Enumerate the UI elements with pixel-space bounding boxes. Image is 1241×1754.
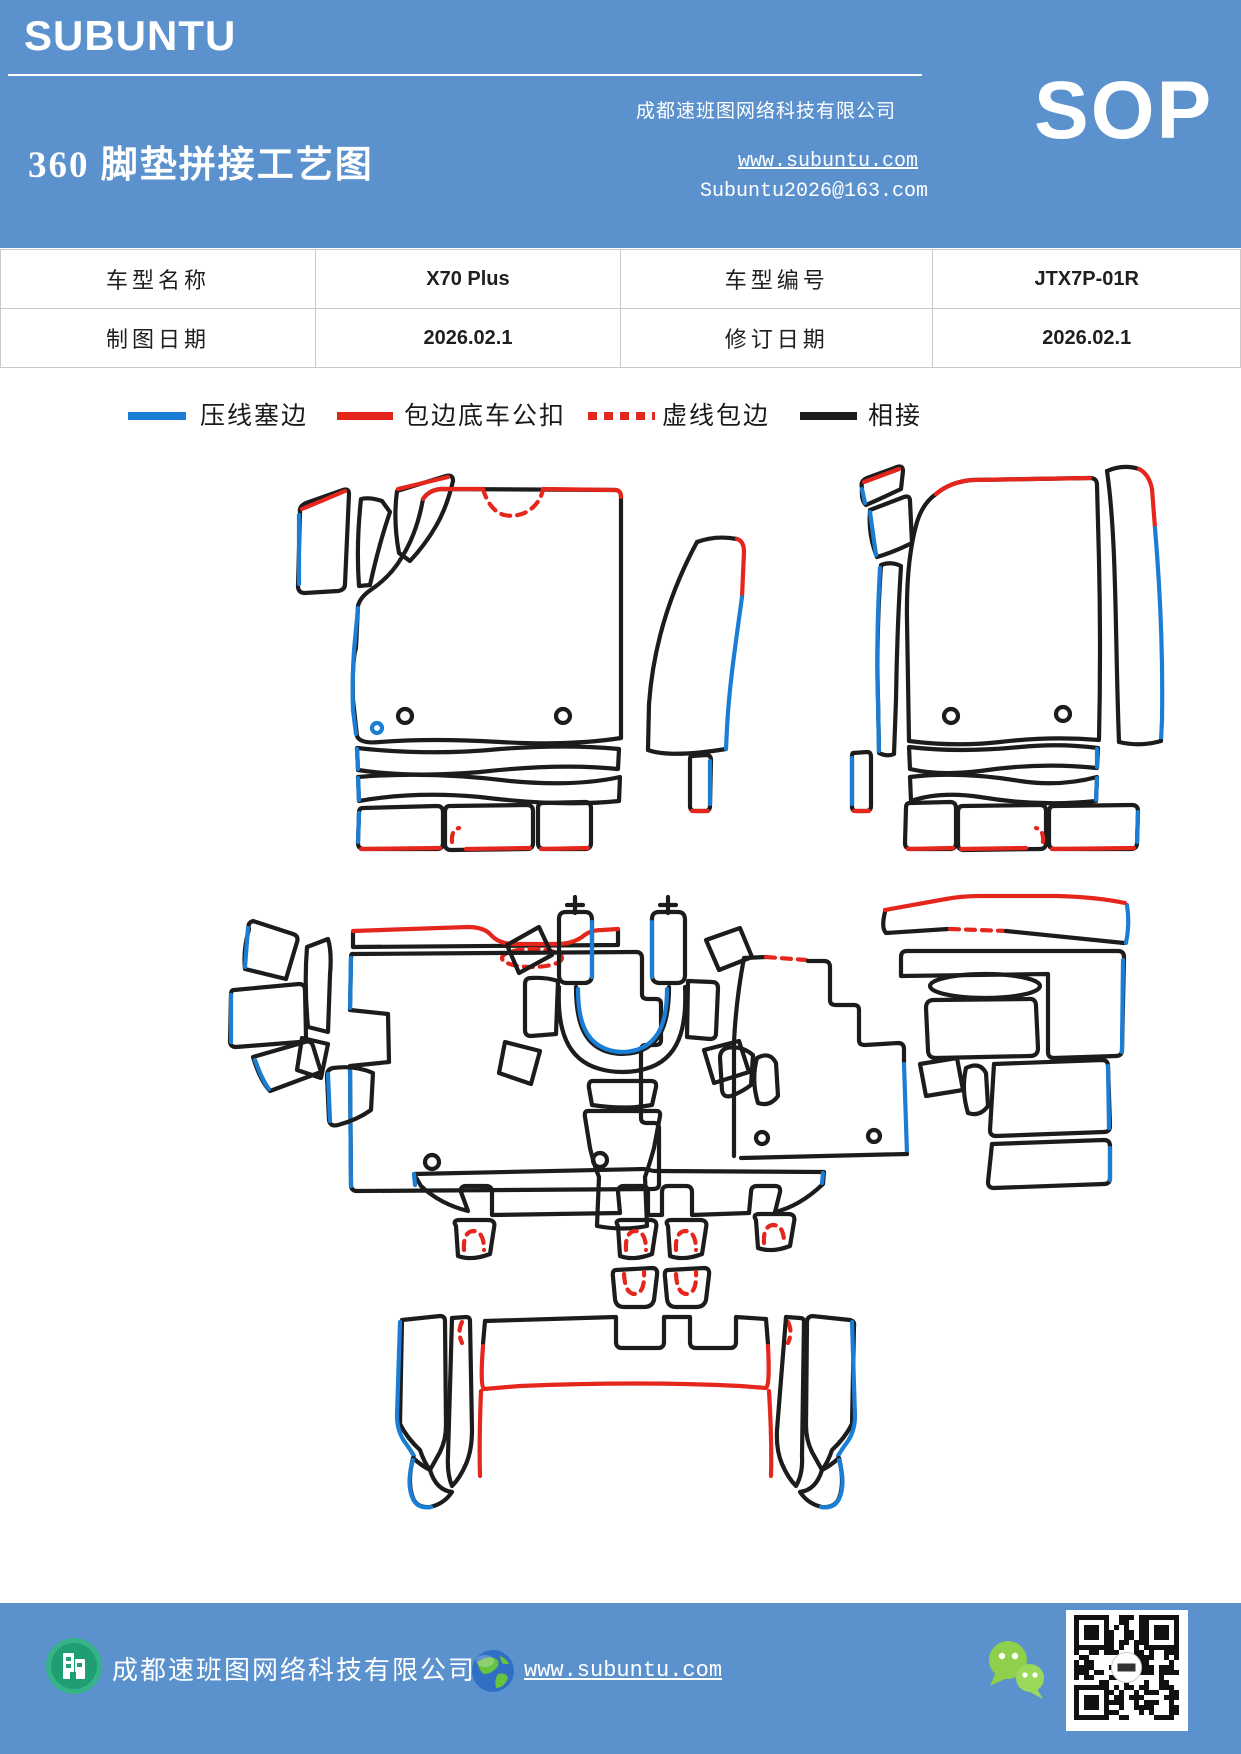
header: SUBUNTU 成都速班图网络科技有限公司 SOP 360 脚垫拼接工艺图 ww… — [0, 0, 1241, 248]
table-row: 车型名称 X70 Plus 车型编号 JTX7P-01R — [0, 249, 1241, 309]
header-email: Subuntu2026@163.com — [700, 180, 929, 203]
revise-date-label: 修订日期 — [619, 308, 934, 368]
brand-logo: SUBUNTU — [24, 12, 237, 59]
draw-date-value: 2026.02.1 — [314, 308, 621, 368]
model-name-label: 车型名称 — [0, 249, 316, 309]
legend: 压线塞边 包边底车公扣 虚线包边 相接 — [0, 396, 1241, 442]
qr-code-pattern — [1074, 1615, 1179, 1720]
draw-date-label: 制图日期 — [0, 308, 316, 368]
model-code-label: 车型编号 — [619, 249, 934, 309]
header-company-name: 成都速班图网络科技有限公司 — [636, 101, 897, 122]
legend-label-black: 相接 — [868, 403, 923, 430]
globe-icon — [472, 1650, 514, 1692]
qr-code — [1066, 1610, 1188, 1731]
legend-swatch-black — [800, 412, 857, 420]
legend-label-red-dashed: 虚线包边 — [662, 403, 771, 430]
mat-process-diagram — [227, 464, 1165, 1510]
rear-left-mat-diagram — [324, 924, 664, 1194]
model-code-value: JTX7P-01R — [932, 249, 1241, 309]
revise-date-value: 2026.02.1 — [932, 308, 1241, 368]
legend-swatch-blue — [128, 412, 186, 420]
legend-label-red: 包边底车公扣 — [404, 403, 567, 430]
sop-label: SOP — [1034, 65, 1214, 156]
header-website-link[interactable]: www.subuntu.com — [738, 150, 919, 173]
mid-strip-and-small-pieces-diagram — [411, 1166, 827, 1310]
rear-left-cluster-diagram — [227, 918, 333, 1094]
footer-website-link[interactable]: www.subuntu.com — [524, 1658, 723, 1683]
wechat-icon — [989, 1641, 1044, 1699]
info-table: 车型名称 X70 Plus 车型编号 JTX7P-01R 制图日期 2026.0… — [0, 249, 1241, 368]
footer-company-name: 成都速班图网络科技有限公司 — [112, 1656, 477, 1685]
legend-swatch-red-dashed — [588, 412, 655, 420]
model-name-value: X70 Plus — [314, 249, 621, 309]
center-tunnel-cluster-diagram — [496, 894, 755, 1231]
building-icon — [46, 1638, 102, 1694]
legend-label-blue: 压线塞边 — [200, 403, 309, 430]
page-title: 360 脚垫拼接工艺图 — [28, 145, 374, 186]
legend-swatch-red — [337, 412, 393, 420]
rear-right-mat-diagram — [717, 893, 1131, 1191]
table-row: 制图日期 2026.02.1 修订日期 2026.02.1 — [0, 308, 1241, 368]
trunk-mats-diagram — [394, 1313, 858, 1510]
front-right-mat-diagram — [849, 464, 1165, 853]
front-left-mat-diagram — [295, 473, 747, 853]
header-divider — [8, 74, 922, 76]
